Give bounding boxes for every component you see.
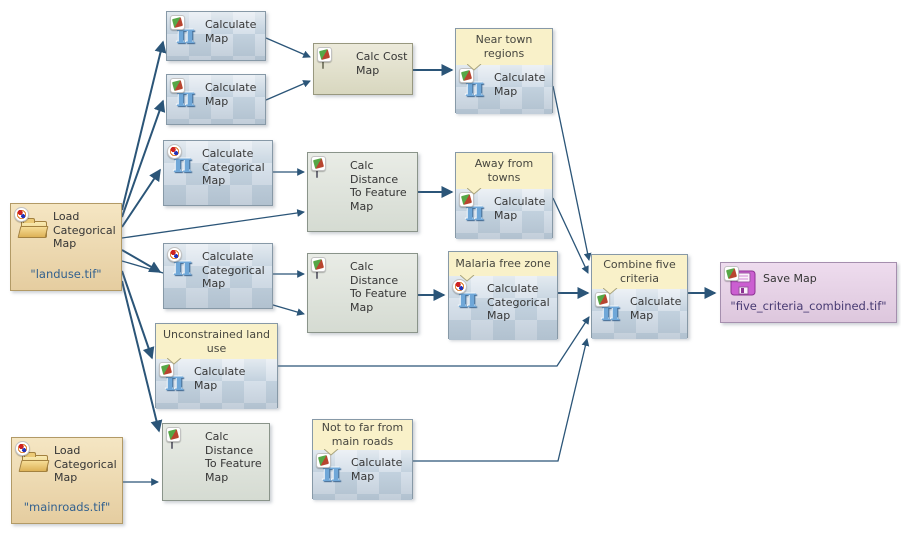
node-not-too-far-from-main-roads[interactable]: Not to far from main roads π Calculate M… [312,419,413,499]
node-title: Calculate Map [194,365,246,392]
node-note: Not to far from main roads [321,421,404,448]
edge-landuse-to-calc-dist-1[interactable] [121,209,305,239]
folder-icon [14,207,53,241]
node-calculate-map-1[interactable]: π Calculate Map [166,11,266,61]
node-title: Calculate Map [351,456,403,483]
cost-map-icon [317,47,356,83]
node-calculate-categorical-map-1[interactable]: π Calculate Categorical Map [163,140,273,206]
note-notch [467,64,482,71]
node-note: Near town regions [475,33,533,60]
pi-map-icon: π [316,453,351,489]
node-title: Calc Distance To Feature Map [205,430,262,484]
edge-not-too-far-to-combine[interactable] [413,338,590,462]
map-badge-icon [311,257,326,272]
node-calc-distance-to-feature-map-1[interactable]: Calc Distance To Feature Map [307,152,418,232]
floppy-disk-icon [724,266,763,300]
pi-categorical-icon: π [452,279,487,315]
node-title: Calculate Map [205,81,257,108]
note-notch [167,358,182,365]
input-filename: "landuse.tif" [30,267,102,281]
edge-landuse-to-calc-map-2[interactable] [121,99,166,218]
node-title: Calc Distance To Feature Map [350,260,407,314]
folder-icon [15,441,54,475]
edge-calc-map-1-to-calc-cost[interactable] [265,37,311,58]
map-badge-icon [166,427,181,442]
node-note: Combine five criteria [603,258,676,285]
pi-map-icon: π [170,78,205,114]
node-title: Calculate Categorical Map [487,282,550,323]
categorical-badge-icon [15,441,30,456]
input-filename: "mainroads.tif" [23,500,111,514]
pi-map-icon: π [159,362,194,398]
edge-away-from-to-combine[interactable] [552,197,589,274]
categorical-badge-icon [167,247,182,262]
node-calc-distance-to-feature-map-2[interactable]: Calc Distance To Feature Map [307,253,418,333]
map-badge-icon [311,156,326,171]
node-title: Load Categorical Map [53,210,116,251]
map-badge-icon [459,68,474,83]
map-badge-icon [459,192,474,207]
categorical-badge-icon [452,279,467,294]
pi-map-icon: π [170,15,205,51]
map-badge-icon [316,453,331,468]
node-load-categorical-map-mainroads[interactable]: Load Categorical Map "mainroads.tif" [11,437,123,524]
edge-landuse-to-calc-dist-3[interactable] [121,280,163,433]
node-title: Calculate Categorical Map [202,250,265,291]
node-note: Away from towns [474,157,534,184]
node-note: Unconstrained land use [162,327,271,355]
pi-map-icon: π [595,292,630,328]
node-save-map[interactable]: Save Map "five_criteria_combined.tif" [720,262,897,323]
node-title: Calc Distance To Feature Map [350,159,407,213]
edge-landuse-to-unconstrained[interactable] [121,270,155,360]
categorical-badge-icon [167,144,182,159]
edge-calc-map-2-to-calc-cost[interactable] [265,80,311,101]
map-badge-icon [595,292,610,307]
edge-landuse-to-calc-map-1[interactable] [121,40,167,211]
node-load-categorical-map-landuse[interactable]: Load Categorical Map "landuse.tif" [10,203,122,291]
edge-unconstrained-to-combine[interactable] [278,316,590,367]
distance-map-icon [311,156,350,192]
output-filename: "five_criteria_combined.tif" [730,299,887,313]
node-note: Malaria free zone [455,257,551,271]
node-title: Calculate Categorical Map [202,147,265,188]
map-badge-icon [317,47,332,62]
node-unconstrained-land-use[interactable]: Unconstrained land use π Calculate Map [155,323,278,408]
categorical-badge-icon [14,207,29,222]
pi-map-icon: π [459,192,494,228]
node-title: Calculate Map [494,195,546,222]
node-calculate-categorical-map-2[interactable]: π Calculate Categorical Map [163,243,273,309]
node-calculate-map-2[interactable]: π Calculate Map [166,74,266,125]
pi-categorical-icon: π [167,247,202,283]
node-title: Calculate Map [630,295,682,322]
node-title: Save Map [763,272,817,285]
node-combine-five-criteria[interactable]: Combine five criteria π Calculate Map [591,254,688,338]
node-malaria-free-zone[interactable]: Malaria free zone π Calculate Categorica… [448,251,558,339]
node-calc-cost-map[interactable]: Calc Cost Map [313,43,413,95]
node-title: Calculate Map [494,71,546,98]
edge-landuse-to-calc-cat-1[interactable] [121,168,161,228]
map-badge-icon [724,266,739,281]
map-badge-icon [170,78,185,93]
note-notch [603,288,618,295]
edge-near-town-to-combine[interactable] [552,85,592,261]
node-title: Load Categorical Map [54,444,117,485]
node-title: Calc Cost Map [356,50,408,77]
note-notch [324,449,339,456]
map-badge-icon [159,362,174,377]
node-title: Calculate Map [205,18,257,45]
node-calc-distance-to-feature-map-3[interactable]: Calc Distance To Feature Map [162,423,270,501]
distance-map-icon [166,427,205,463]
map-badge-icon [170,15,185,30]
pi-map-icon: π [459,68,494,104]
node-near-town-regions[interactable]: Near town regions π Calculate Map [455,28,553,113]
note-notch [467,188,482,195]
edge-landuse-to-calc-cat-2[interactable] [121,249,162,273]
node-away-from-towns[interactable]: Away from towns π Calculate Map [455,152,553,238]
pi-categorical-icon: π [167,144,202,180]
distance-map-icon [311,257,350,293]
note-notch [460,275,475,282]
